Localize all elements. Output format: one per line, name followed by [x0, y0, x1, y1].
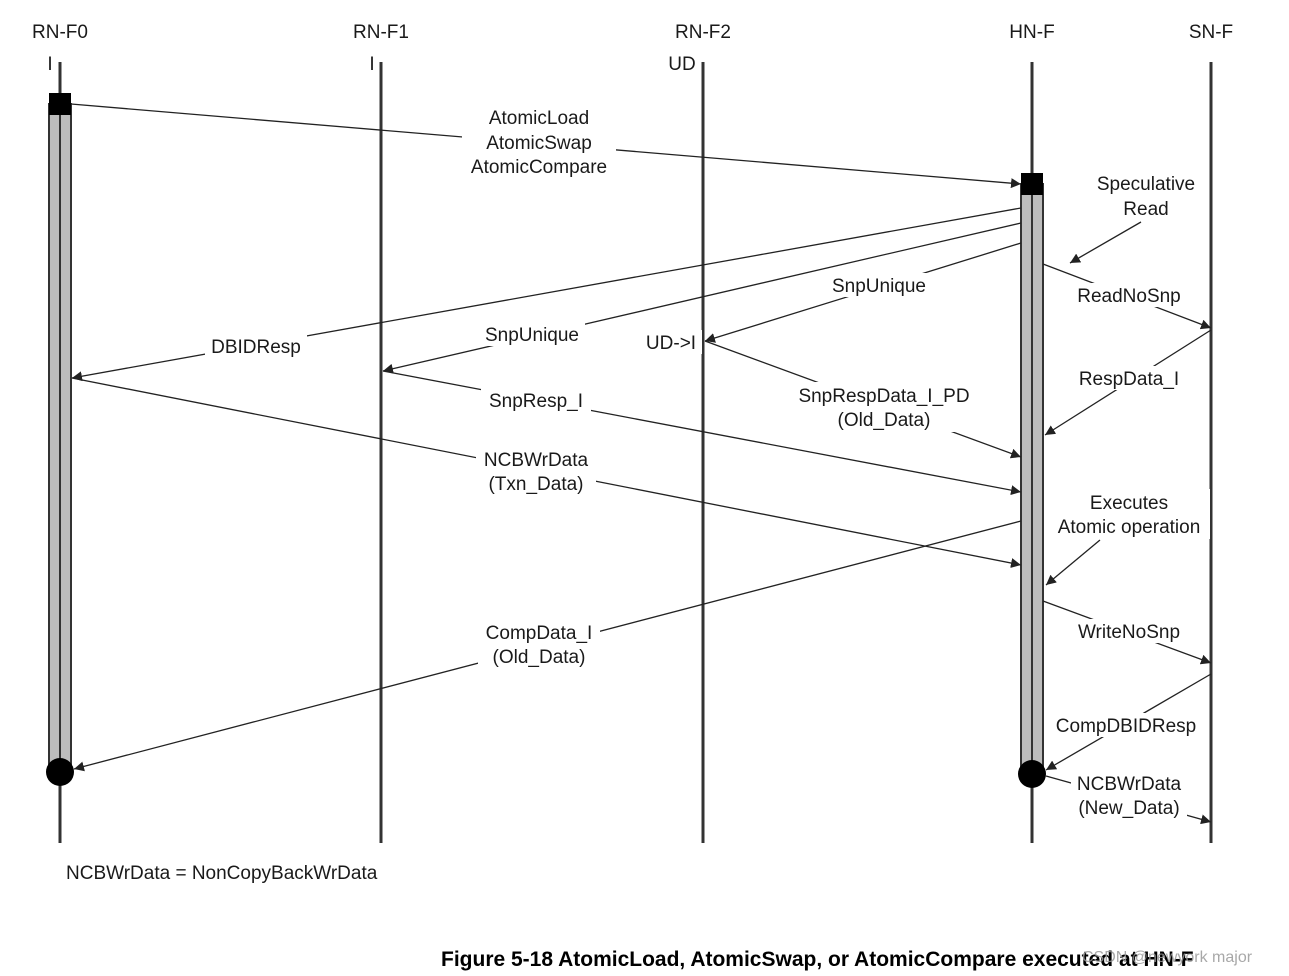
lifeline-name-snf: SN-F — [1189, 22, 1233, 43]
label-atomicswap: AtomicSwap — [486, 133, 592, 154]
label-ud-to-i: UD->I — [640, 330, 702, 354]
svg-text:RespData_I: RespData_I — [1079, 369, 1179, 390]
legend-ncbwrdata: NCBWrData = NonCopyBackWrData — [66, 863, 378, 884]
lifeline-name-hnf: HN-F — [1009, 22, 1054, 43]
lifeline-name-rnf1: RN-F1 — [353, 22, 409, 43]
svg-text:(Txn_Data): (Txn_Data) — [488, 474, 583, 495]
arrow-snpunique-rnf1 — [382, 222, 1022, 374]
state-rnf1: I — [369, 54, 374, 75]
arrow-executes-atomic — [1045, 539, 1101, 586]
label-atomic-request: AtomicLoad AtomicSwap AtomicCompare — [462, 104, 616, 180]
lifeline-name-rnf2: RN-F2 — [675, 22, 731, 43]
svg-text:SnpRespData_I_PD: SnpRespData_I_PD — [798, 386, 969, 407]
svg-text:NCBWrData: NCBWrData — [1077, 774, 1182, 795]
label-readnosnp: ReadNoSnp — [1072, 283, 1186, 307]
state-rnf2: UD — [668, 54, 695, 75]
label-speculative-read: Speculative Read — [1097, 174, 1195, 220]
label-atomiccompare: AtomicCompare — [471, 157, 607, 178]
label-compdbidresp: CompDBIDResp — [1048, 713, 1204, 737]
lifeline-name-rnf0: RN-F0 — [32, 22, 88, 43]
svg-text:CompData_I: CompData_I — [486, 623, 593, 644]
svg-text:(Old_Data): (Old_Data) — [838, 410, 931, 431]
label-snpunique-rnf2: SnpUnique — [825, 273, 933, 297]
svg-text:(Old_Data): (Old_Data) — [493, 647, 586, 668]
end-circle-rnf0 — [46, 758, 74, 786]
state-rnf0: I — [47, 54, 52, 75]
svg-text:NCBWrData: NCBWrData — [484, 450, 589, 471]
label-snprespdata: SnpRespData_I_PD (Old_Data) — [788, 382, 980, 432]
label-snpresp-i: SnpResp_I — [481, 388, 591, 412]
figure-caption: Figure 5-18 AtomicLoad, AtomicSwap, or A… — [441, 948, 1194, 971]
svg-text:DBIDResp: DBIDResp — [211, 337, 301, 358]
label-snpunique-rnf1: SnpUnique — [479, 322, 585, 346]
svg-text:CompDBIDResp: CompDBIDResp — [1056, 716, 1196, 737]
label-ncbwrdata-new: NCBWrData (New_Data) — [1071, 770, 1187, 820]
svg-text:ReadNoSnp: ReadNoSnp — [1077, 286, 1181, 307]
label-dbidresp: DBIDResp — [205, 334, 307, 358]
arrow-speculative-read — [1069, 221, 1142, 264]
watermark: CSDN @newyork major — [1082, 949, 1253, 966]
svg-text:Executes: Executes — [1090, 493, 1168, 514]
start-square-rnf0 — [49, 93, 71, 115]
svg-text:Atomic operation: Atomic operation — [1058, 517, 1201, 538]
svg-text:Read: Read — [1123, 199, 1168, 220]
label-executes-atomic: Executes Atomic operation — [1050, 489, 1210, 539]
svg-text:(New_Data): (New_Data) — [1078, 798, 1179, 819]
label-writenosnp: WriteNoSnp — [1070, 619, 1188, 643]
svg-text:SnpResp_I: SnpResp_I — [489, 391, 583, 412]
svg-text:SnpUnique: SnpUnique — [485, 325, 579, 346]
label-ncbwrdata-txn: NCBWrData (Txn_Data) — [476, 446, 596, 496]
svg-text:UD->I: UD->I — [646, 333, 696, 354]
label-atomicload: AtomicLoad — [489, 108, 589, 129]
label-respdata: RespData_I — [1072, 366, 1186, 390]
svg-text:WriteNoSnp: WriteNoSnp — [1078, 622, 1180, 643]
label-compdata: CompData_I (Old_Data) — [478, 619, 600, 669]
svg-text:Speculative: Speculative — [1097, 174, 1195, 195]
svg-text:SnpUnique: SnpUnique — [832, 276, 926, 297]
start-square-hnf — [1021, 173, 1043, 195]
end-circle-hnf — [1018, 760, 1046, 788]
